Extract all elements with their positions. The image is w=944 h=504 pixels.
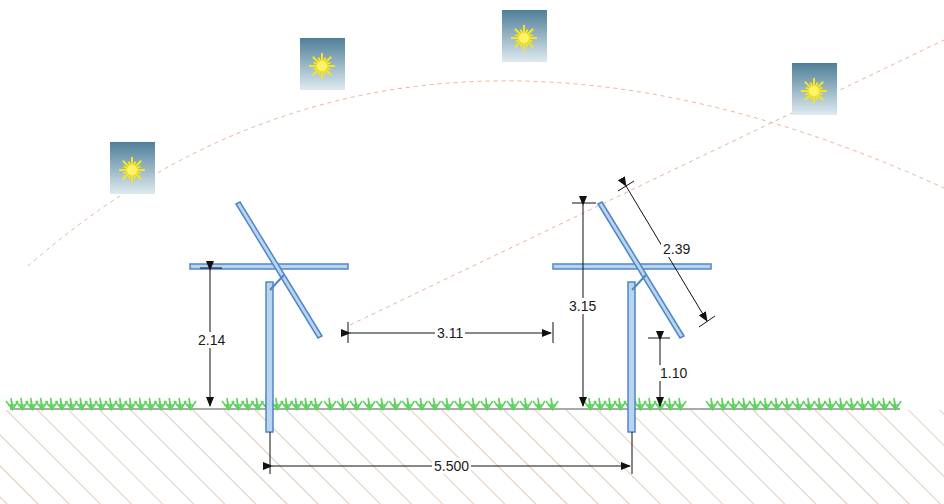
grass-tuft [814,398,826,409]
sun-core [317,61,327,71]
grass-tuft [644,398,656,409]
solar-tracker-left [190,202,348,432]
solar-tracker-right [553,202,711,432]
grass-tuft [706,398,718,409]
grass-tuft [889,398,901,409]
grass-tuft [85,398,97,409]
grass-tuft [281,398,293,409]
grass-tuft [533,398,545,409]
grass-tuft [546,398,558,409]
grass-tuft [402,398,414,409]
dimension-label: 1.10 [658,365,689,381]
grass-tuft [144,398,156,409]
grass-tuft [634,398,646,409]
sun-core [809,86,819,96]
grass-tuft [442,398,454,409]
grass-tuft [771,398,783,409]
grass-tuft [222,398,234,409]
grass-tuft [738,398,750,409]
grass-tuft [174,398,186,409]
grass-tuft [26,398,38,409]
grass-tuft [251,398,263,409]
grass-tuft [324,398,336,409]
dimension-label: 3.15 [567,298,598,314]
soil-hatch [0,410,944,504]
grass-tuft [878,398,890,409]
grass-tuft [781,398,793,409]
grass-tuft [867,398,879,409]
grass-tuft [428,398,440,409]
grass-tuft [6,398,18,409]
grass-tuft [728,398,740,409]
grass-tuft [105,398,117,409]
grass-tuft [300,398,312,409]
grass-tuft [792,398,804,409]
grass-tuft [760,398,772,409]
grass-tuft [749,398,761,409]
grass-tuft [520,398,532,409]
grass-tuft [494,398,506,409]
grass-tuft [184,398,196,409]
grass-tuft [164,398,176,409]
grass-tuft [337,398,349,409]
dimension-label: 2.14 [196,332,227,348]
grass-tuft [376,398,388,409]
grass-tuft [232,398,244,409]
grass-tuft [95,398,107,409]
grass-tuft [846,398,858,409]
grass-tuft [481,398,493,409]
grass-tuft [389,398,401,409]
grass-tuft [468,398,480,409]
grass-tuft [115,398,127,409]
grass-tuft [350,398,362,409]
grass-tuft [65,398,77,409]
grass-tuft [674,398,686,409]
grass-tuft [455,398,467,409]
grass-tuft [16,398,28,409]
grass-tuft [803,398,815,409]
grass-tuft [135,398,147,409]
grass-tuft [857,398,869,409]
dimension-label: 3.11 [435,325,465,341]
dimension-label: 5.500 [432,458,471,474]
grass-tuft [154,398,166,409]
sun-core [519,33,529,43]
grass-tuft [75,398,87,409]
grass-tuft [717,398,729,409]
grass-tuft [310,398,322,409]
grass-tuft [507,398,519,409]
grass-tuft [415,398,427,409]
grass-tuft [242,398,254,409]
dimension-lines [200,181,715,474]
sun-icons [110,10,837,194]
grass-tuft [55,398,67,409]
sun-core [127,165,137,175]
grass-tuft [46,398,58,409]
grass-tuft [824,398,836,409]
grass-tuft [584,398,596,409]
grass-tuft [604,398,616,409]
dimension-label: 2.39 [661,241,692,257]
grass-tuft [835,398,847,409]
grass-tuft [125,398,137,409]
grass-tuft [363,398,375,409]
grass-tuft [614,398,626,409]
grass [6,398,901,409]
grass-tuft [36,398,48,409]
grass-tuft [664,398,676,409]
grass-tuft [594,398,606,409]
grass-tuft [290,398,302,409]
